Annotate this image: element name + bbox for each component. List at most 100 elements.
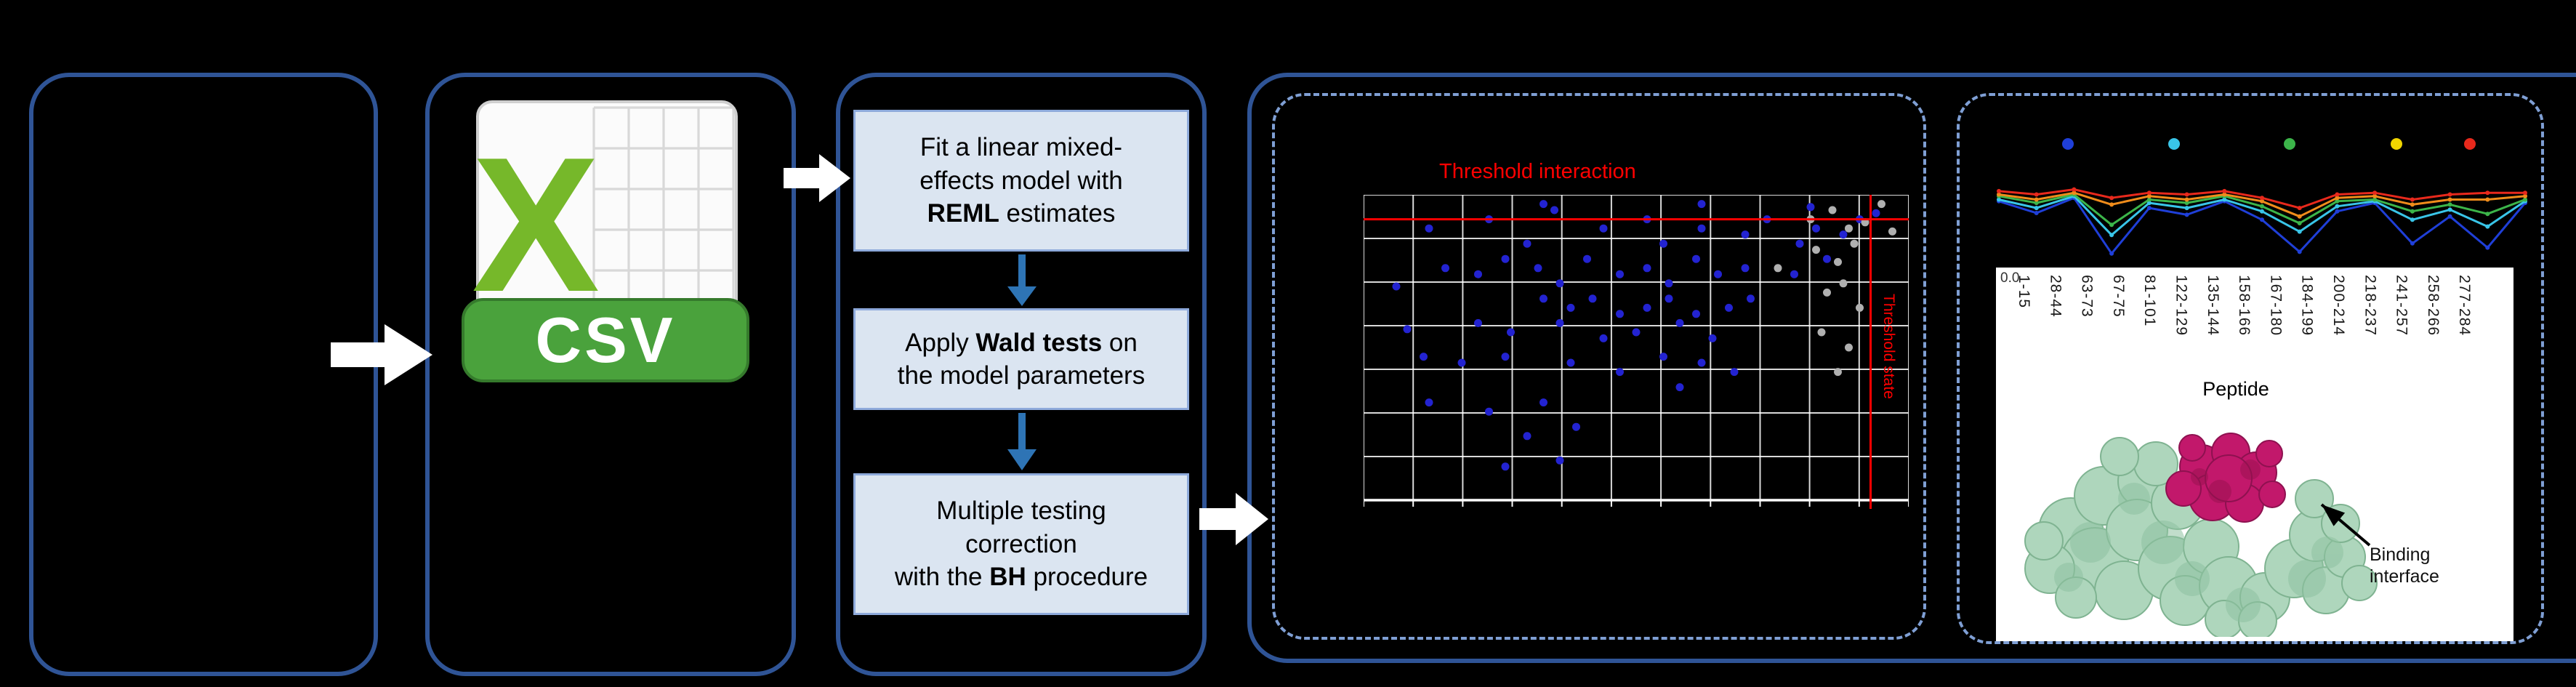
scatter-point-significant: [1599, 334, 1608, 342]
uptake-point-orange: [1997, 192, 2001, 197]
scatter-point-nonsignificant: [1850, 239, 1859, 248]
scatter-point-significant: [1583, 254, 1591, 263]
uptake-point-red: [2447, 192, 2452, 197]
scatter-point-significant: [1659, 239, 1667, 248]
csv-banner-text: CSV: [536, 304, 676, 376]
step-wald-text: Apply Wald tests on the model parameters: [897, 328, 1146, 390]
uptake-point-orange: [2184, 197, 2189, 202]
uptake-point-red: [2297, 206, 2302, 211]
uptake-point-red: [2485, 190, 2490, 196]
peptide-tick: 200-214: [2330, 275, 2347, 337]
scatter-point-nonsignificant: [1812, 246, 1820, 254]
scatter-point-significant: [1392, 282, 1401, 291]
scatter-point-significant: [1501, 462, 1510, 471]
uptake-point-orange: [2523, 193, 2527, 198]
step-reml-text: Fit a linear mixed- effects model with R…: [919, 133, 1123, 228]
scatter-point-significant: [1747, 294, 1755, 303]
uptake-point-orange: [2410, 202, 2415, 207]
csv-panel: X CSV: [425, 73, 796, 676]
uptake-point-orange: [2109, 202, 2114, 207]
step-wald: Apply Wald tests on the model parameters: [853, 308, 1189, 410]
protein-surface-shading: [2054, 483, 2343, 622]
scatter-point-significant: [1872, 209, 1880, 217]
scatter-point-significant: [1403, 325, 1412, 334]
scatter-point-significant: [1507, 328, 1515, 337]
uptake-point-orange: [2034, 197, 2039, 202]
timepoint-dot: [2391, 138, 2402, 150]
peptide-tick: 135-144: [2204, 275, 2221, 337]
uptake-y-tick: 0.0: [2000, 270, 2020, 286]
uptake-point-cyan: [1997, 197, 2001, 202]
scatter-point-significant: [1539, 200, 1547, 209]
scatter-point-significant: [1616, 270, 1624, 278]
peptide-tick: 1-15: [2016, 275, 2032, 309]
uptake-point-red: [1997, 188, 2001, 193]
uptake-point-green: [2523, 197, 2527, 202]
scatter-point-nonsignificant: [1856, 303, 1864, 312]
scatter-point-significant: [1697, 224, 1706, 233]
scatter-point-significant: [1534, 264, 1542, 273]
timepoint-legend: [1986, 138, 2538, 153]
peptide-tick: 122-129: [2173, 275, 2190, 337]
scatter-point-significant: [1741, 264, 1750, 273]
down-arrow-2-icon: [1007, 413, 1037, 470]
model-panel: Fit a linear mixed- effects model with R…: [836, 73, 1207, 676]
uptake-point-green: [2410, 209, 2415, 214]
uptake-point-orange: [2146, 193, 2152, 198]
uptake-point-cyan: [2410, 217, 2415, 222]
uptake-point-orange: [2372, 193, 2378, 198]
binding-interface-arrow: [2320, 503, 2371, 547]
uptake-point-red: [2372, 190, 2378, 196]
step-bh: Multiple testing correction with the BH …: [853, 473, 1189, 615]
scatter-point-significant: [1675, 383, 1684, 392]
uptake-point-red: [2184, 192, 2189, 197]
peptide-tick: 63-73: [2078, 275, 2096, 318]
scatter-point-significant: [1572, 422, 1580, 431]
scatter-point-nonsignificant: [1834, 257, 1842, 266]
scatter-point-significant: [1457, 358, 1466, 367]
scatter-point-significant: [1474, 270, 1482, 278]
scatter-point-significant: [1441, 264, 1449, 273]
uptake-point-blue: [2034, 211, 2039, 215]
scatter-point-significant: [1474, 318, 1482, 327]
uptake-point-red: [2109, 196, 2114, 201]
uptake-point-orange: [2297, 214, 2302, 219]
scatter-point-significant: [1806, 203, 1815, 212]
scatter-point-significant: [1523, 432, 1531, 441]
uptake-point-red: [2146, 190, 2152, 196]
uptake-point-blue: [2184, 212, 2189, 217]
peptide-tick: 184-199: [2298, 275, 2316, 337]
peptide-tick: 258-266: [2424, 275, 2442, 337]
scatter-point-significant: [1555, 279, 1564, 288]
protein-structure-svg: [2024, 433, 2378, 637]
scatter-dashed-box: [1272, 93, 1926, 640]
uptake-point-orange: [2447, 197, 2452, 202]
peptide-tick: 158-166: [2236, 275, 2253, 337]
threshold-state-label: Threshold state: [1880, 294, 1897, 399]
scatter-point-significant: [1523, 239, 1531, 248]
uptake-point-green: [2109, 222, 2114, 228]
uptake-point-cyan: [2146, 201, 2152, 206]
scatter-point-significant: [1599, 224, 1608, 233]
peptide-tick: 167-180: [2267, 275, 2285, 337]
scatter-point-nonsignificant: [1817, 328, 1826, 337]
csv-file-icon: X CSV: [462, 100, 749, 382]
scatter-point-significant: [1643, 264, 1651, 273]
uptake-point-red: [2335, 192, 2340, 197]
uptake-point-red: [2072, 187, 2077, 192]
uptake-point-cyan: [2222, 197, 2227, 202]
peptide-tick: 28-44: [2047, 275, 2064, 318]
uptake-point-blue: [2485, 245, 2490, 250]
scatter-point-significant: [1566, 303, 1575, 312]
uptake-point-orange: [2222, 192, 2227, 197]
scatter-point-nonsignificant: [1888, 227, 1896, 236]
uptake-point-cyan: [2109, 233, 2114, 238]
scatter-point-significant: [1812, 224, 1820, 233]
uptake-point-green: [2335, 198, 2340, 204]
timepoint-dot: [2168, 138, 2180, 150]
uptake-lines-svg: [1997, 187, 2527, 256]
uptake-point-blue: [2335, 209, 2340, 214]
scatter-point-significant: [1675, 318, 1684, 327]
uptake-point-green: [2485, 212, 2490, 217]
